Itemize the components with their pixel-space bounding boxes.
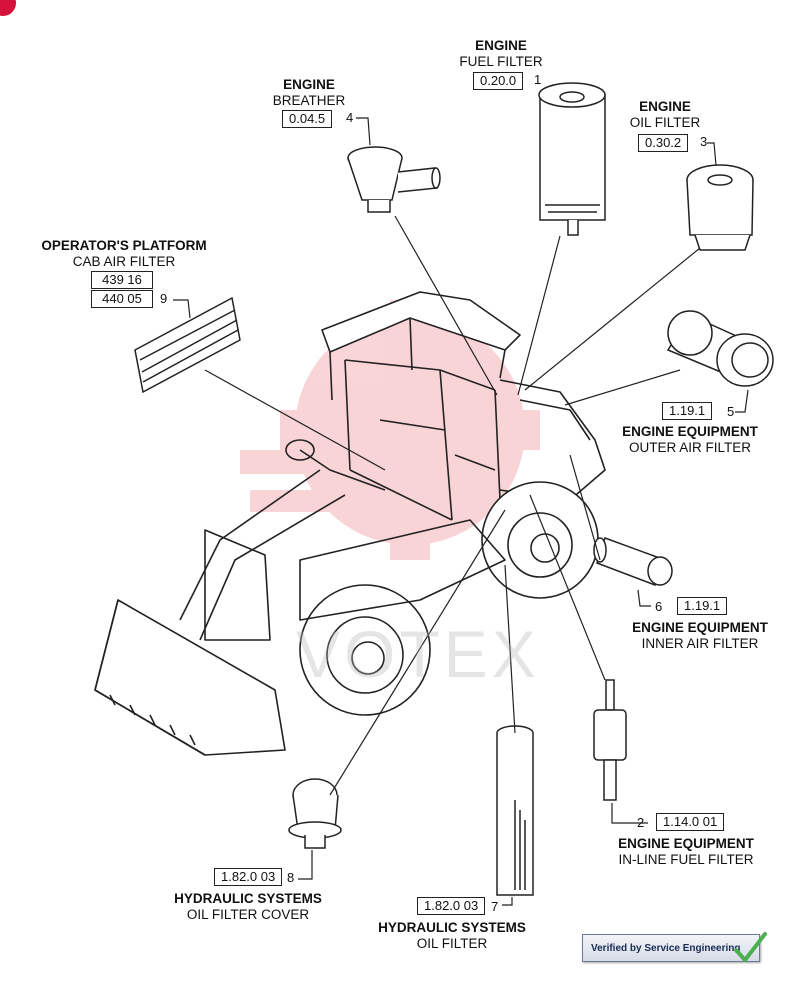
cab-air-filter-num: 9 (160, 291, 168, 306)
outer-air-filter-num: 5 (727, 404, 735, 419)
breather-ref[interactable]: 0.04.5 (282, 110, 333, 128)
inline-fuel-filter-part-icon (593, 679, 627, 801)
inner-air-filter-part-icon (593, 537, 673, 586)
fuel-filter-num: 1 (534, 72, 542, 87)
fuel-filter-ref[interactable]: 0.20.0 (473, 72, 524, 90)
oil-filter-cover-ref[interactable]: 1.82.0 03 (214, 868, 283, 886)
breather-group: ENGINE (283, 77, 335, 92)
oil-filter-name: OIL FILTER (629, 115, 701, 130)
inline-fuel-filter-ref[interactable]: 1.14.0 01 (656, 813, 725, 831)
hydraulic-oil-filter-part-icon (496, 725, 534, 896)
oil-filter-part-icon (686, 164, 754, 251)
breather-name: BREATHER (272, 93, 346, 108)
oil-filter-ref[interactable]: 0.30.2 (638, 134, 689, 152)
verified-badge: Verified by Service Engineering (582, 934, 760, 962)
hydraulic-oil-filter-num: 7 (491, 899, 499, 914)
fuel-filter-group: ENGINE (475, 38, 527, 53)
watermark-text: VOTEX (296, 617, 540, 691)
cab-air-filter-ref2[interactable]: 440 05 (91, 290, 153, 308)
leader-lines (173, 117, 749, 906)
inner-air-filter-name: INNER AIR FILTER (641, 636, 759, 651)
cab-air-filter-ref1[interactable]: 439 16 (91, 271, 153, 289)
oil-filter-cover-group: HYDRAULIC SYSTEMS (174, 891, 322, 906)
oil-filter-num: 3 (700, 134, 708, 149)
oil-filter-cover-part-icon (288, 778, 342, 849)
inline-fuel-filter-group: ENGINE EQUIPMENT (618, 836, 754, 851)
oil-filter-group: ENGINE (639, 99, 691, 114)
cab-air-filter-name: CAB AIR FILTER (72, 254, 176, 269)
oil-filter-cover-name: OIL FILTER COVER (186, 907, 310, 922)
outer-air-filter-ref[interactable]: 1.19.1 (662, 402, 713, 420)
breather-num: 4 (346, 110, 354, 125)
wheel-loader-drawing (94, 291, 606, 756)
cab-air-filter-group: OPERATOR'S PLATFORM (41, 238, 207, 253)
fuel-filter-name: FUEL FILTER (459, 54, 543, 69)
hydraulic-oil-filter-group: HYDRAULIC SYSTEMS (378, 920, 526, 935)
fuel-filter-part-icon (538, 82, 606, 236)
inline-fuel-filter-num: 2 (637, 815, 645, 830)
oil-filter-cover-num: 8 (287, 870, 295, 885)
breather-part-icon (347, 146, 441, 213)
outer-air-filter-name: OUTER AIR FILTER (628, 440, 752, 455)
inner-air-filter-group: ENGINE EQUIPMENT (632, 620, 768, 635)
hydraulic-oil-filter-name: OIL FILTER (416, 936, 488, 951)
corner-badge-icon (0, 0, 16, 16)
inner-air-filter-ref[interactable]: 1.19.1 (677, 597, 728, 615)
hydraulic-oil-filter-ref[interactable]: 1.82.0 03 (417, 897, 486, 915)
cab-air-filter-part-icon (134, 296, 241, 394)
outer-air-filter-group: ENGINE EQUIPMENT (622, 424, 758, 439)
checkmark-icon (734, 932, 767, 962)
inner-air-filter-num: 6 (655, 599, 663, 614)
inline-fuel-filter-name: IN-LINE FUEL FILTER (618, 852, 754, 867)
outer-air-filter-part-icon (666, 310, 774, 387)
